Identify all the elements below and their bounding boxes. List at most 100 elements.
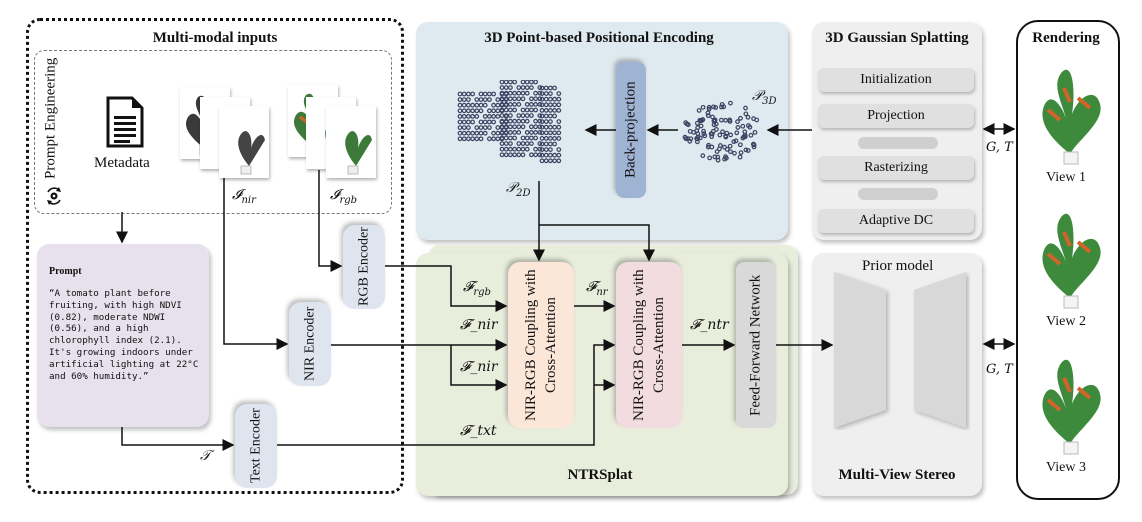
point-2d xyxy=(512,102,517,107)
point-2d xyxy=(495,125,501,130)
point-3d xyxy=(718,117,724,123)
point-3d xyxy=(706,106,712,112)
point-2d xyxy=(533,107,538,113)
point-2d xyxy=(539,91,545,97)
point-3d xyxy=(694,128,700,134)
point-2d xyxy=(457,91,463,97)
gt-label-bottom: G, T xyxy=(986,362,1013,377)
point-2d xyxy=(537,124,543,130)
gaussian-splatting-title: 3D Gaussian Splatting xyxy=(825,30,969,46)
point-3d xyxy=(738,115,743,121)
point-2d xyxy=(457,130,463,136)
point-2d xyxy=(478,97,484,103)
point-3d xyxy=(709,134,715,140)
point-2d xyxy=(499,113,505,118)
point-2d xyxy=(495,97,501,103)
point-2d xyxy=(556,136,562,141)
point-2d xyxy=(474,125,480,130)
feed-forward-network: Feed-Forward Network xyxy=(736,262,776,428)
point-2d xyxy=(537,113,543,118)
point-3d xyxy=(751,144,757,150)
point-2d xyxy=(491,102,496,108)
point-2d xyxy=(537,152,543,158)
point-2d xyxy=(524,146,530,152)
nir-image-symbol: 𝓘nir xyxy=(232,187,256,206)
point-3d xyxy=(694,139,700,145)
point-3d xyxy=(710,114,715,120)
point-2d xyxy=(524,118,530,124)
point-2d xyxy=(543,102,549,108)
point-2d xyxy=(520,90,526,96)
point-2d xyxy=(528,96,534,102)
point-2d xyxy=(512,90,517,96)
point-cloud-2d xyxy=(457,80,562,164)
point-2d xyxy=(524,90,530,96)
point-2d xyxy=(499,107,505,113)
point-2d xyxy=(508,102,513,107)
point-2d xyxy=(482,130,488,136)
point-3d xyxy=(727,117,733,123)
rendering-title: Rendering xyxy=(1032,30,1100,46)
point-2d xyxy=(470,102,476,108)
p2d-symbol: 𝒫2D xyxy=(506,180,531,199)
point-2d xyxy=(539,136,545,141)
point-2d xyxy=(533,90,538,96)
point-2d xyxy=(516,146,522,152)
f-ntr-label: 𝓕_ntr xyxy=(690,317,729,333)
point-2d xyxy=(512,152,517,158)
point-2d xyxy=(487,108,492,114)
point-2d xyxy=(524,107,530,113)
point-2d xyxy=(508,118,513,124)
point-2d xyxy=(487,119,492,125)
point-3d xyxy=(727,143,733,149)
point-2d xyxy=(516,152,522,158)
point-2d xyxy=(512,146,517,152)
point-2d xyxy=(482,114,488,119)
point-2d xyxy=(512,135,517,141)
mvs-title: Multi-View Stereo xyxy=(838,467,956,483)
point-3d xyxy=(719,104,724,110)
f-nr-label: 𝓕nr xyxy=(586,279,608,298)
nir-image-3 xyxy=(219,106,269,178)
point-2d xyxy=(508,146,513,152)
point-2d xyxy=(508,124,513,130)
point-2d xyxy=(528,152,534,158)
point-2d xyxy=(552,102,557,108)
text-symbol: 𝒯 xyxy=(200,448,211,464)
point-2d xyxy=(503,118,509,124)
rendering-panel xyxy=(1016,20,1120,500)
point-2d xyxy=(499,85,505,91)
point-2d xyxy=(474,136,480,142)
point-2d xyxy=(512,80,517,85)
point-2d xyxy=(539,108,545,113)
f-rgb-label: 𝓕rgb xyxy=(463,279,491,298)
view-1-plant-image xyxy=(1042,69,1101,165)
point-2d xyxy=(491,130,496,136)
point-2d xyxy=(524,113,530,118)
point-2d xyxy=(520,141,526,146)
point-3d xyxy=(745,148,751,153)
point-3d xyxy=(724,130,730,136)
point-2d xyxy=(478,130,484,136)
point-2d xyxy=(482,119,488,125)
multimodal-inputs-title: Multi-modal inputs xyxy=(152,30,278,46)
point-2d xyxy=(543,147,549,152)
positional-encoding-title: 3D Point-based Positional Encoding xyxy=(484,30,714,46)
point-2d xyxy=(533,152,538,158)
point-2d xyxy=(556,152,562,158)
point-3d xyxy=(735,119,740,125)
point-2d xyxy=(499,141,505,146)
point-2d xyxy=(499,90,505,96)
point-2d xyxy=(543,113,549,119)
point-2d xyxy=(524,85,530,91)
nir-encoder: NIR Encoder xyxy=(289,302,331,386)
point-2d xyxy=(556,96,562,102)
gaussian-splatting-panel xyxy=(812,22,982,240)
p3d-symbol: 𝒫3D xyxy=(752,88,777,107)
point-3d xyxy=(709,131,715,137)
point-2d xyxy=(487,97,492,103)
cycle-gear-icon xyxy=(44,186,64,206)
point-3d xyxy=(687,128,693,134)
point-2d xyxy=(520,135,526,141)
point-2d xyxy=(478,102,484,108)
